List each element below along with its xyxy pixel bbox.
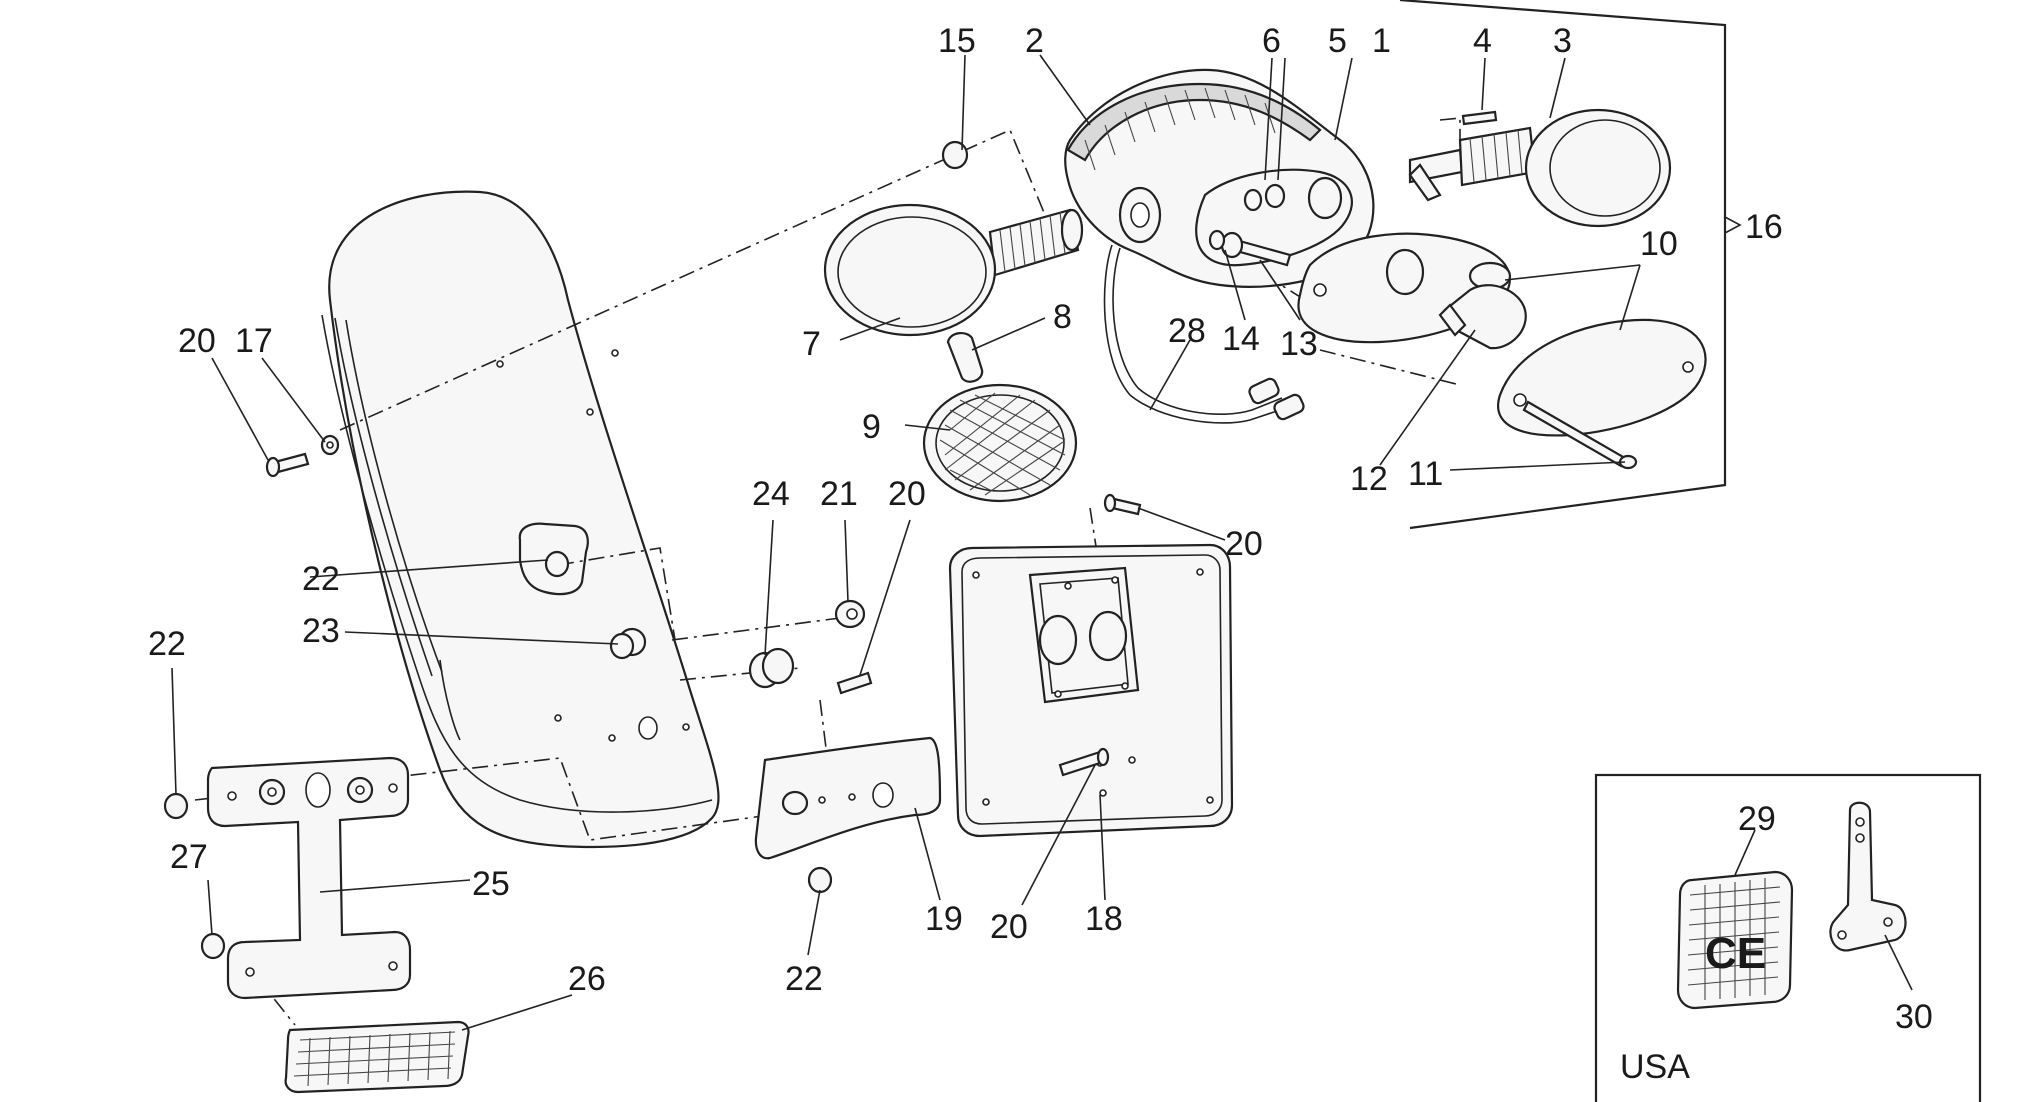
wiring-harness — [1103, 244, 1305, 424]
callout-22-upper: 22 — [302, 560, 340, 598]
callout-11: 11 — [1408, 455, 1443, 493]
callout-8: 8 — [1053, 298, 1072, 336]
tail-light-lens — [1497, 318, 1707, 437]
reflector-bracket-30 — [1829, 801, 1907, 952]
indicator-bulb — [946, 332, 984, 383]
group-bracket-16 — [1399, 0, 1742, 530]
callout-16: 16 — [1745, 208, 1783, 246]
callout-12: 12 — [1350, 460, 1388, 498]
callout-7: 7 — [802, 325, 821, 363]
callout-6: 6 — [1262, 22, 1281, 60]
callout-18: 18 — [1085, 900, 1123, 938]
rear-reflector — [284, 1020, 470, 1094]
callout-21: 21 — [820, 475, 858, 513]
nut-21 — [834, 599, 866, 629]
spacer-23 — [609, 627, 647, 660]
callout-20-mid: 20 — [888, 475, 926, 513]
screw-20-plate — [1058, 747, 1110, 777]
callout-20-left: 20 — [178, 322, 216, 360]
ce-reflector-29: CE — [1676, 870, 1794, 1010]
mounting-bracket-19 — [754, 736, 942, 860]
callout-13: 13 — [1280, 325, 1318, 363]
callout-20-lower: 20 — [990, 908, 1028, 946]
callout-22-lower: 22 — [785, 960, 823, 998]
callout-5: 5 — [1328, 22, 1347, 60]
screw-20-left — [265, 452, 310, 478]
license-plate-holder — [948, 543, 1234, 838]
right-turn-indicator — [1408, 108, 1672, 228]
t-bracket-25 — [206, 756, 412, 1000]
callout-numbers: 1 2 3 4 5 6 7 8 9 10 11 12 13 14 15 16 1… — [148, 22, 1933, 1036]
nut-washer-5-6 — [1243, 183, 1286, 212]
brake-light-bulb — [1438, 284, 1527, 350]
rear-mudguard — [321, 190, 720, 849]
callout-25: 25 — [472, 865, 510, 903]
screw-20-mid — [836, 671, 873, 695]
callout-1: 1 — [1372, 22, 1391, 60]
callout-9: 9 — [862, 408, 881, 446]
nut-22-lower — [807, 866, 833, 894]
tail-light-housing — [1064, 68, 1375, 288]
nut-22-left — [163, 792, 189, 820]
leader-lines — [171, 54, 1913, 1031]
callout-22-left: 22 — [148, 625, 186, 663]
long-screw-11 — [1522, 400, 1638, 470]
callout-23: 23 — [302, 612, 340, 650]
nut-15 — [941, 140, 969, 170]
screw-4 — [1461, 110, 1498, 126]
callout-30: 30 — [1895, 998, 1933, 1036]
nut-27 — [200, 932, 226, 960]
indicator-lens — [922, 383, 1078, 503]
callout-14: 14 — [1222, 320, 1260, 358]
grommet-24 — [748, 647, 795, 689]
bolt-13-washer-14 — [1208, 229, 1292, 267]
callout-17: 17 — [235, 322, 273, 360]
callout-28: 28 — [1168, 312, 1206, 350]
usa-inset-box: CE USA — [1594, 773, 1982, 1102]
callout-24: 24 — [752, 475, 790, 513]
callout-27: 27 — [170, 838, 208, 876]
callout-29: 29 — [1738, 800, 1776, 838]
callout-26: 26 — [568, 960, 606, 998]
callout-20-right: 20 — [1225, 525, 1263, 563]
callout-10: 10 — [1640, 225, 1678, 263]
callout-2: 2 — [1025, 22, 1044, 60]
region-label-usa: USA — [1620, 1048, 1690, 1086]
nut-22-upper — [544, 550, 570, 578]
washer-17 — [320, 434, 340, 456]
screw-20-upper-right — [1103, 493, 1142, 516]
callout-3: 3 — [1553, 22, 1572, 60]
callout-19: 19 — [925, 900, 963, 938]
left-turn-indicator — [823, 203, 1084, 337]
callout-4: 4 — [1473, 22, 1492, 60]
callout-15: 15 — [938, 22, 976, 60]
ce-mark-text: CE — [1705, 929, 1766, 978]
